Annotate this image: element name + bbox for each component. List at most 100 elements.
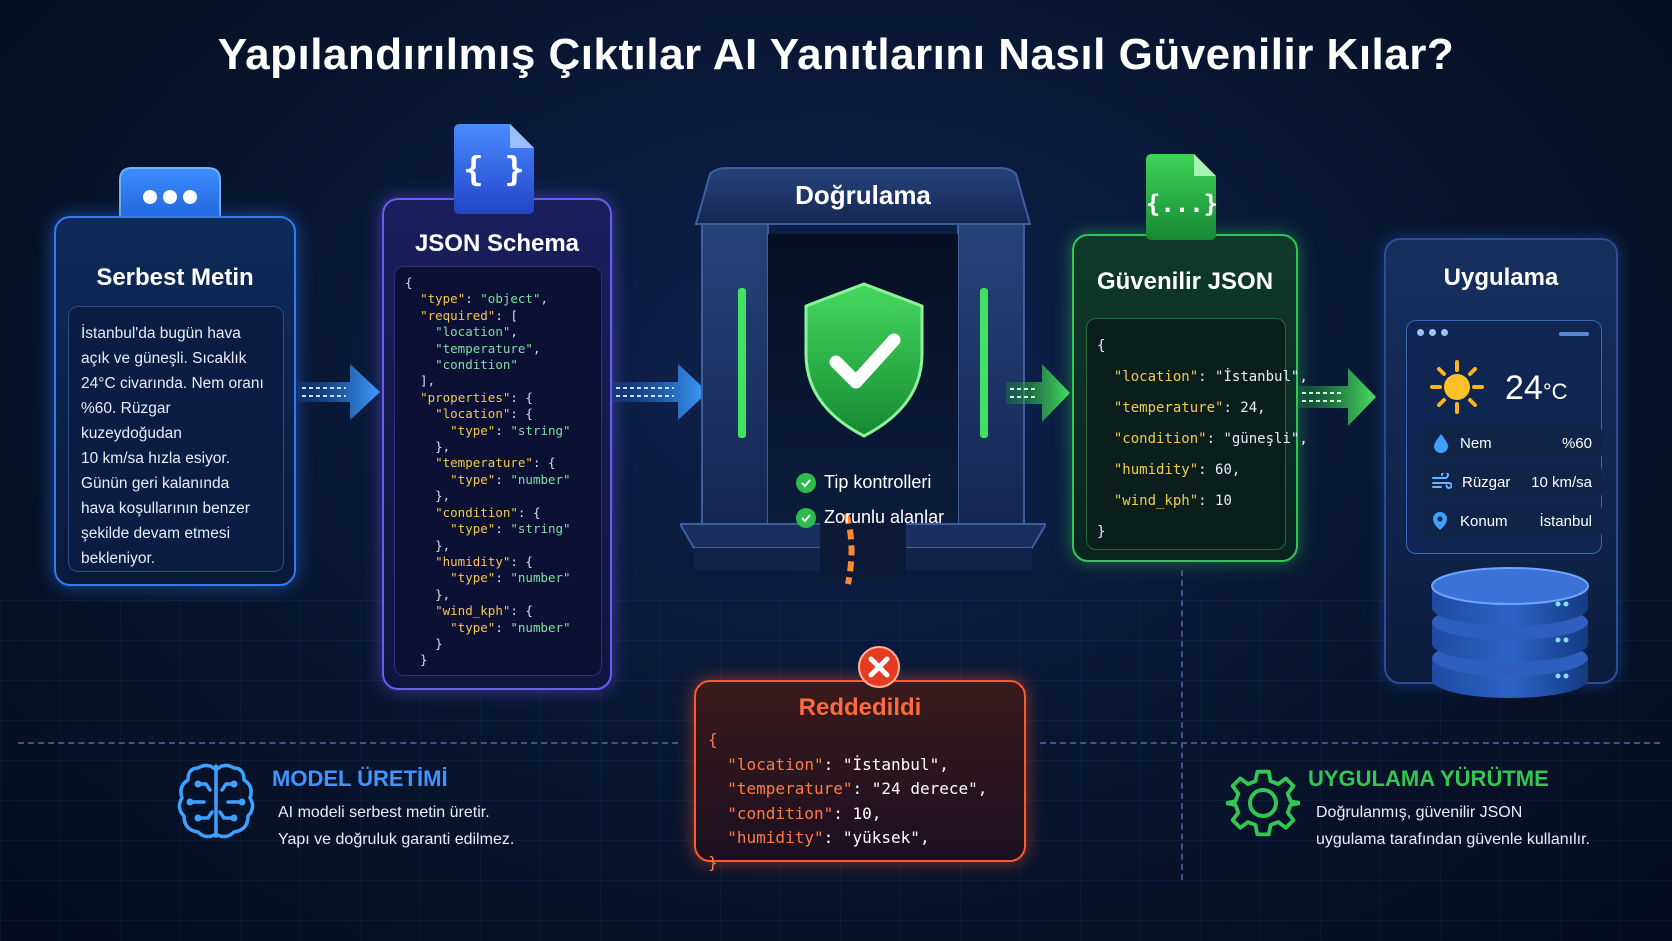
schema-code-line: "type": "number" <box>450 471 571 487</box>
footer-right-heading: UYGULAMA YÜRÜTME <box>1308 766 1549 791</box>
schema-code-line: } <box>405 635 443 651</box>
location-pin-icon <box>1433 512 1447 530</box>
free-text-line: 10 km/sa hızla esiyor. <box>81 450 231 467</box>
schema-code-line: }, <box>405 488 451 504</box>
application-title: Uygulama <box>1443 264 1559 291</box>
schema-code-line: }, <box>405 586 451 602</box>
arrow-right-icon <box>1298 368 1376 426</box>
arrow-right-icon <box>612 364 708 420</box>
reliable-code-line: { <box>1097 338 1106 354</box>
temperature-display: 24°C <box>1505 369 1568 408</box>
check-icon <box>796 472 816 493</box>
divider-vertical <box>1181 570 1183 880</box>
reliable-json-code: { "location": "İstanbul", "temperature":… <box>1086 318 1308 550</box>
schema-code-line: "condition": { <box>435 504 541 520</box>
schema-code-line: ], <box>405 373 436 389</box>
rejected-code-line: "condition": 10, <box>727 803 882 823</box>
shield-check-icon <box>804 282 924 438</box>
reliable-json-file-label: {...} <box>1145 190 1219 218</box>
row-label: Konum <box>1460 512 1508 530</box>
free-text-line: 24°C civarında. Nem oranı <box>81 375 264 392</box>
reliable-code-line: } <box>1097 524 1106 540</box>
schema-code-line: { <box>405 275 413 290</box>
page-title: Yapılandırılmış Çıktılar AI Yanıtlarını … <box>217 30 1455 79</box>
rejected-code-line: { <box>708 730 718 749</box>
wind-row: Rüzgar 10 km/sa <box>1422 465 1602 499</box>
row-value: %60 <box>1561 434 1592 452</box>
schema-code-line: "type": "object", <box>420 291 549 307</box>
schema-code-line: "condition" <box>435 357 518 373</box>
database-icon <box>1431 567 1589 698</box>
reliable-json-title: Güvenilir JSON <box>1096 268 1274 295</box>
schema-code-line: "wind_kph": { <box>435 603 533 619</box>
free-text-line: %60. Rüzgar kuzeydoğudan <box>81 400 182 442</box>
arrow-right-icon <box>1006 364 1070 422</box>
footer-left-line2: Yapı ve doğruluk garanti edilmez. <box>278 831 515 848</box>
schema-code-line: "properties": { <box>420 389 533 405</box>
reliable-json-file-icon <box>1146 154 1216 240</box>
footer-left-line1: AI modeli serbest metin üretir. <box>278 804 490 821</box>
schema-code-line: "temperature", <box>435 340 541 356</box>
footer-right-line2: uygulama tarafından güvenle kullanılır. <box>1316 831 1590 848</box>
schema-code-lines: { "type": "object", "required": [ "locat… <box>405 275 591 669</box>
reject-x-icon <box>858 646 900 688</box>
footer-left-heading: MODEL ÜRETİMİ <box>272 766 448 791</box>
reliable-code-line: "wind_kph": 10 <box>1113 493 1232 509</box>
rejected-code-line: } <box>708 852 718 872</box>
rejected-card: Reddedildi { "location": "İstanbul", "te… <box>694 680 1026 872</box>
divider-left <box>18 742 678 744</box>
check-type-checks: Tip kontrolleri <box>796 472 931 493</box>
schema-code-line: "temperature": { <box>435 455 556 471</box>
row-value: 10 km/sa <box>1531 473 1592 491</box>
humidity-row: Nem %60 <box>1422 426 1602 460</box>
reliable-json-card: Güvenilir JSON { "location": "İstanbul",… <box>1072 234 1308 562</box>
check-label: Tip kontrolleri <box>824 472 932 492</box>
sun-icon <box>1430 360 1484 414</box>
free-text-line: Günün geri kalanında <box>81 475 230 492</box>
brain-icon <box>177 763 255 839</box>
rejected-code-lines: { "location": "İstanbul", "temperature":… <box>708 728 987 875</box>
droplet-icon <box>1434 434 1448 453</box>
free-text-card: Serbest Metin İstanbul'da bugün hava açık… <box>54 216 296 586</box>
footer-right-line1: Doğrulanmış, güvenilir JSON <box>1316 804 1523 821</box>
row-label: Rüzgar <box>1462 473 1511 491</box>
window-bar <box>1559 332 1589 336</box>
free-text-body: İstanbul'da bugün hava açık ve güneşli. S… <box>68 306 284 572</box>
gear-icon <box>1226 769 1300 837</box>
check-required-fields: Zorunlu alanlar <box>796 507 944 528</box>
schema-code-line: "required": [ <box>420 307 518 323</box>
json-schema-file-label: { } <box>463 150 525 190</box>
schema-code-line: "type": "number" <box>450 619 571 635</box>
json-schema-code: { "type": "object", "required": [ "locat… <box>394 266 602 676</box>
check-icon <box>796 507 816 528</box>
schema-code-line: } <box>405 652 428 668</box>
json-schema-card: JSON Schema { "type": "object", "require… <box>382 198 612 690</box>
schema-code-line: }, <box>405 537 451 553</box>
schema-code-line: "location": { <box>435 406 533 422</box>
row-value: İstanbul <box>1539 512 1592 530</box>
arrow-right-icon <box>298 364 380 420</box>
reliable-code-line: "humidity": 60, <box>1113 462 1241 478</box>
schema-code-line: "type": "number" <box>450 570 571 586</box>
free-text-line: açık ve güneşli. Sıcaklık <box>81 350 247 367</box>
check-label: Zorunlu alanlar <box>824 507 945 527</box>
row-label: Nem <box>1460 434 1492 452</box>
free-text-line: İstanbul'da bugün hava <box>81 325 241 342</box>
free-text-title: Serbest Metin <box>96 264 254 291</box>
reliable-code-lines: { "location": "İstanbul", "temperature":… <box>1097 331 1308 548</box>
reliable-code-line: "location": "İstanbul", <box>1113 369 1308 385</box>
temperature-value: 24 <box>1505 369 1543 407</box>
rejected-code-line: "humidity": "yüksek", <box>727 828 930 847</box>
free-text-line: bekleniyor. <box>81 550 156 567</box>
schema-code-line: "type": "string" <box>450 521 571 537</box>
schema-code-line: "type": "string" <box>450 422 571 438</box>
window-controls <box>1417 329 1448 336</box>
json-schema-title: JSON Schema <box>414 230 580 257</box>
divider-right <box>1040 742 1660 744</box>
free-text-line: şekilde devam etmesi <box>81 525 231 542</box>
free-text-lines: İstanbul'da bugün hava açık ve güneşli. S… <box>81 321 271 571</box>
schema-code-line: "location", <box>435 324 518 340</box>
json-schema-file-icon <box>454 124 534 214</box>
schema-code-line: }, <box>405 439 451 455</box>
rejected-code-line: "location": "İstanbul", <box>727 754 949 774</box>
